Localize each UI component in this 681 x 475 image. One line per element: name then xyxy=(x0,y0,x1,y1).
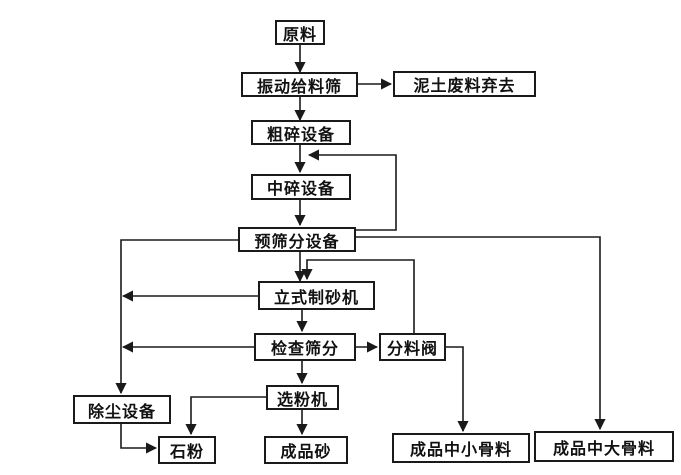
node-inspection-screening: 检查筛分 xyxy=(254,333,356,361)
node-distribution-valve: 分料阀 xyxy=(379,333,446,361)
arrow-prescreen-to-large-aggregate xyxy=(356,236,606,431)
node-vibrating-feeder-screen: 振动给料筛 xyxy=(241,72,358,97)
arrow-valve-return-to-sandmaker xyxy=(301,259,415,333)
node-finished-medium-large-aggregate: 成品中大骨料 xyxy=(534,431,674,462)
node-dust-removal: 除尘设备 xyxy=(73,395,171,424)
arrow-prescreen-return-to-medium xyxy=(307,149,397,231)
arrow-separator-to-stonepowder xyxy=(185,396,266,436)
node-stone-powder: 石粉 xyxy=(158,436,216,464)
node-coarse-crushing: 粗碎设备 xyxy=(251,120,351,145)
node-finished-medium-small-aggregate: 成品中小骨料 xyxy=(392,433,530,463)
arrow-dust-to-stonepowder xyxy=(120,424,158,454)
node-mud-waste-discard: 泥土废料弃去 xyxy=(393,71,536,97)
node-medium-crushing: 中碎设备 xyxy=(251,174,351,200)
node-vertical-sand-maker: 立式制砂机 xyxy=(258,281,375,310)
node-pre-screening: 预筛分设备 xyxy=(238,227,356,252)
node-powder-separator: 选粉机 xyxy=(266,385,339,410)
node-raw-material: 原料 xyxy=(275,20,325,45)
node-finished-sand: 成品砂 xyxy=(264,436,348,464)
arrow-valve-to-small-aggregate xyxy=(440,346,469,433)
arrow-prescreen-to-dust xyxy=(115,239,238,395)
